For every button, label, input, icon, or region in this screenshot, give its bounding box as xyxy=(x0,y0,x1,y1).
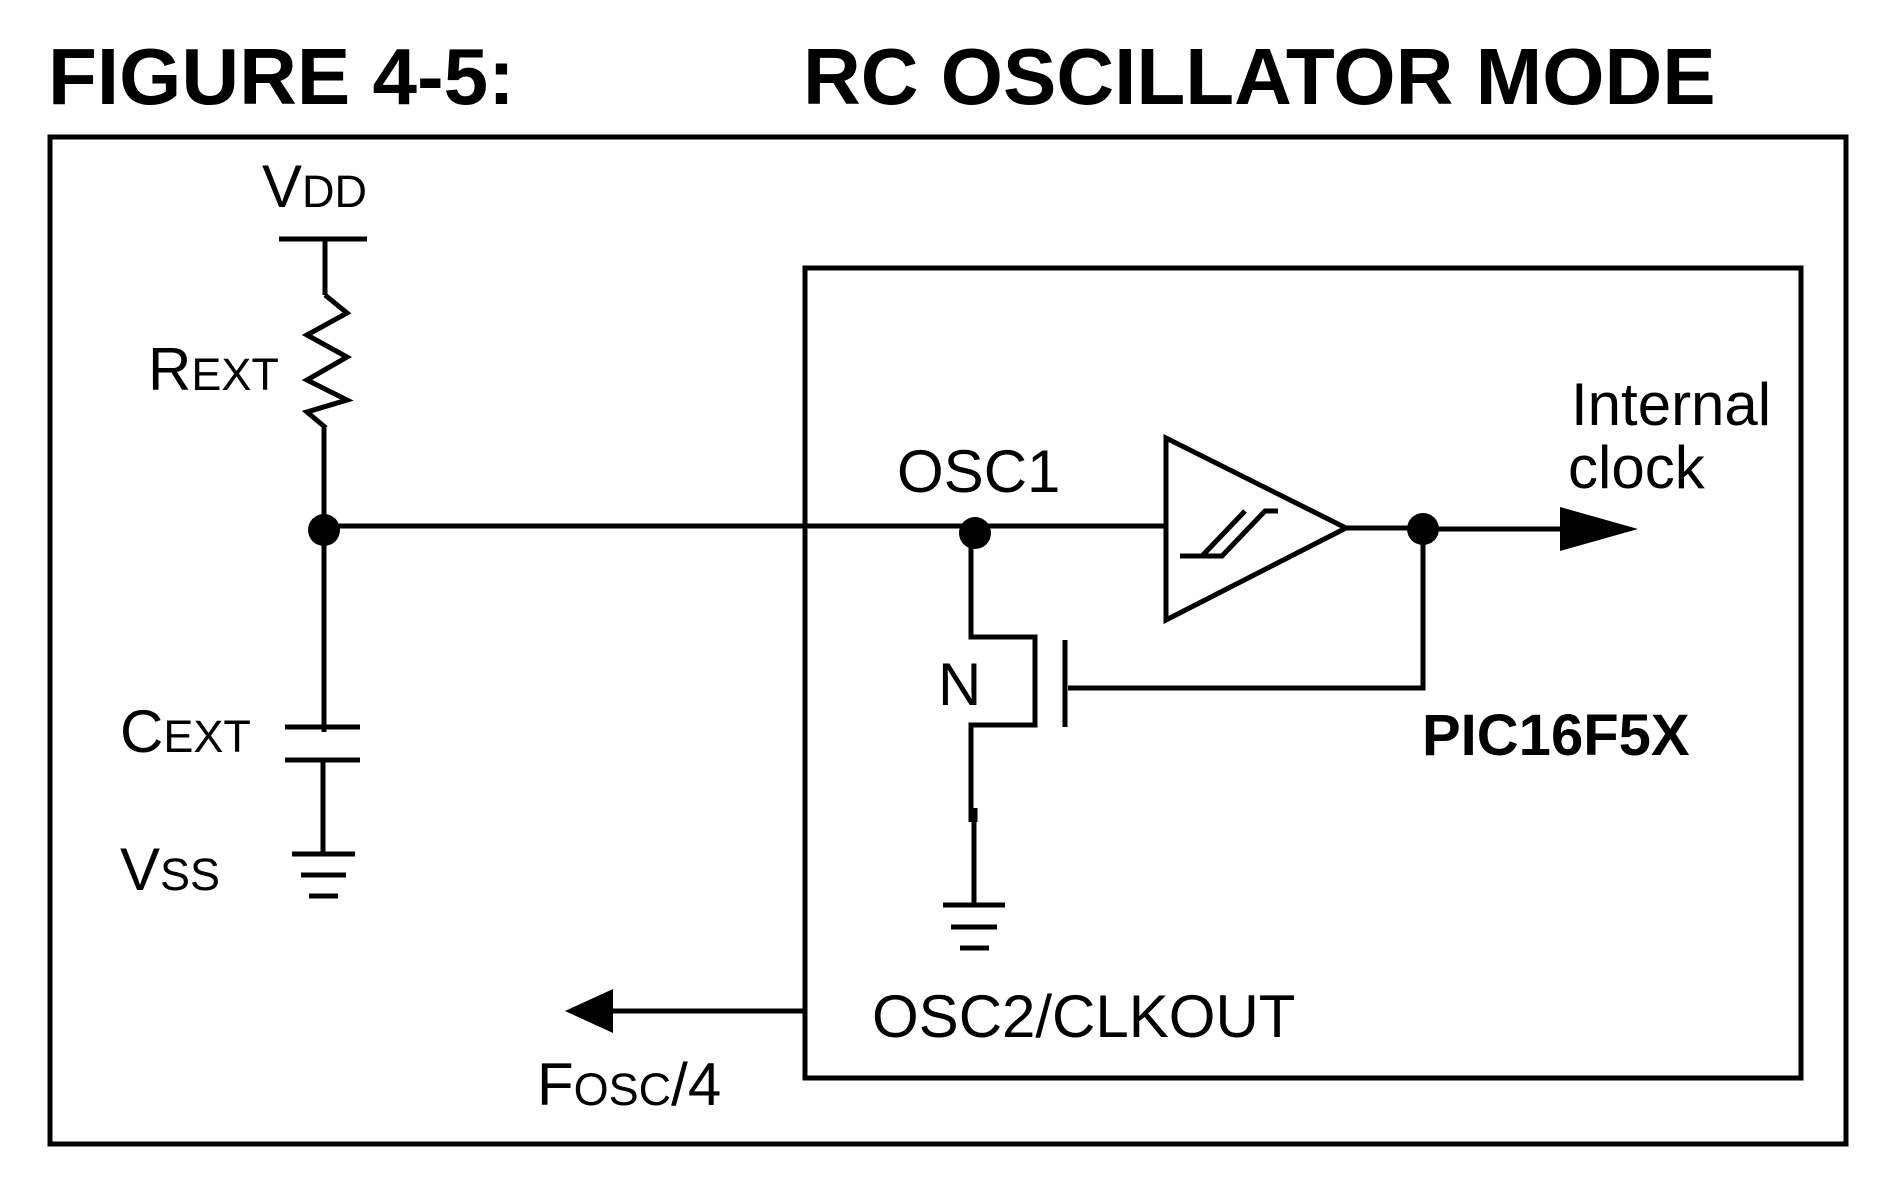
cext-label: CEXT xyxy=(120,698,251,765)
chip-name-label: PIC16F5X xyxy=(1422,703,1690,768)
rext-label: REXT xyxy=(148,336,279,403)
hysteresis-icon xyxy=(1180,508,1278,559)
junction-node-rc xyxy=(308,514,340,546)
osc1-label: OSC1 xyxy=(897,438,1060,505)
figure-number: FIGURE 4-5: xyxy=(48,32,515,121)
internal-clock-label-line2: clock xyxy=(1568,434,1706,501)
arrow-right-icon xyxy=(1560,507,1638,551)
schmitt-trigger-buffer xyxy=(1163,433,1427,625)
chip-boundary xyxy=(802,265,1804,1081)
ground-icon-vss xyxy=(292,851,355,899)
gate-feedback-wire xyxy=(1068,529,1426,691)
fosc-div4-label: FOSC/4 xyxy=(537,1051,721,1118)
arrow-left-icon xyxy=(565,989,613,1033)
figure-title: RC OSCILLATOR MODE xyxy=(803,32,1716,121)
ground-icon-internal xyxy=(943,902,1005,951)
vss-label: VSS xyxy=(120,836,220,903)
resistor-rext xyxy=(301,293,354,430)
nmos-transistor xyxy=(968,533,1068,905)
vdd-label: VDD xyxy=(262,153,367,220)
osc2-clkout-label: OSC2/CLKOUT xyxy=(872,983,1295,1050)
outer-frame xyxy=(47,134,1849,1147)
internal-clock-label-line1: Internal xyxy=(1571,371,1771,438)
junction-node-osc1 xyxy=(959,517,991,549)
transistor-type-label: N xyxy=(938,651,981,718)
